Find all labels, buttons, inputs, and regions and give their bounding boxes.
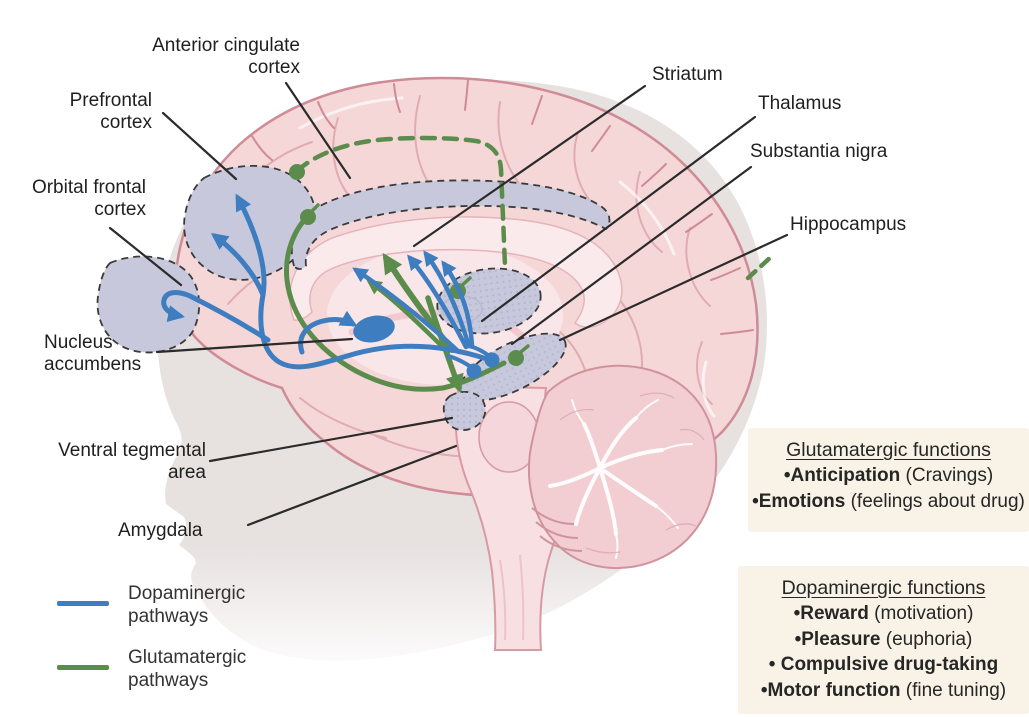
leader-substantia-nigra xyxy=(510,165,753,346)
dopaminergic-pathways xyxy=(161,193,494,371)
label-amygdala: Amygdala xyxy=(118,520,203,541)
leader-hippocampus xyxy=(558,233,789,342)
dopaminergic-function-item: •Pleasure (euphoria) xyxy=(794,628,973,650)
leader-orbital-frontal xyxy=(108,226,183,287)
flocculus-stripes xyxy=(531,507,583,552)
leader-ventral-tegmental xyxy=(208,416,454,463)
leader-nucleus-accumbens xyxy=(155,337,354,354)
label-striatum: Striatum xyxy=(652,64,723,85)
dopaminergic-functions-box: Dopaminergic functions •Reward (motivati… xyxy=(738,566,1029,714)
region-highlights xyxy=(96,164,611,431)
leader-striatum xyxy=(412,84,647,248)
dopaminergic-functions-title: Dopaminergic functions xyxy=(781,577,986,599)
leader-thalamus xyxy=(480,115,757,323)
glutamatergic-line-swatch xyxy=(57,665,109,670)
region-ventral-tegmental-area xyxy=(442,390,487,431)
dopaminergic-function-item: •Motor function (fine tuning) xyxy=(760,679,1007,701)
glutamatergic-function-item: •Emotions (feelings about drug) xyxy=(752,490,1025,512)
leader-lines xyxy=(108,81,789,527)
label-hippocampus: Hippocampus xyxy=(790,214,907,235)
dopaminergic-cell-bodies xyxy=(353,315,500,379)
dopaminergic-function-item: • Compulsive drug-taking xyxy=(768,654,999,675)
leader-anterior-cingulate xyxy=(284,81,352,180)
glutamatergic-function-item: •Anticipation (Cravings) xyxy=(783,465,994,486)
glutamatergic-dashed-path xyxy=(294,135,508,269)
arbor-vitae xyxy=(548,416,664,536)
dopaminergic-function-item: •Reward (motivation) xyxy=(793,603,974,624)
label-thalamus: Thalamus xyxy=(758,93,842,114)
glutamatergic-functions-title: Glutamatergic functions xyxy=(786,439,991,461)
cerebellum xyxy=(528,364,718,570)
sulci-notches xyxy=(251,79,754,335)
dopaminergic-line-swatch xyxy=(57,601,109,606)
leader-amygdala xyxy=(246,444,458,527)
label-substantia-nigra: Substantia nigra xyxy=(750,141,888,162)
leader-prefrontal xyxy=(161,111,238,181)
nucleus-accumbens-cell-body xyxy=(353,315,395,343)
glutamatergic-functions-box: Glutamatergic functions •Anticipation (C… xyxy=(748,428,1029,532)
